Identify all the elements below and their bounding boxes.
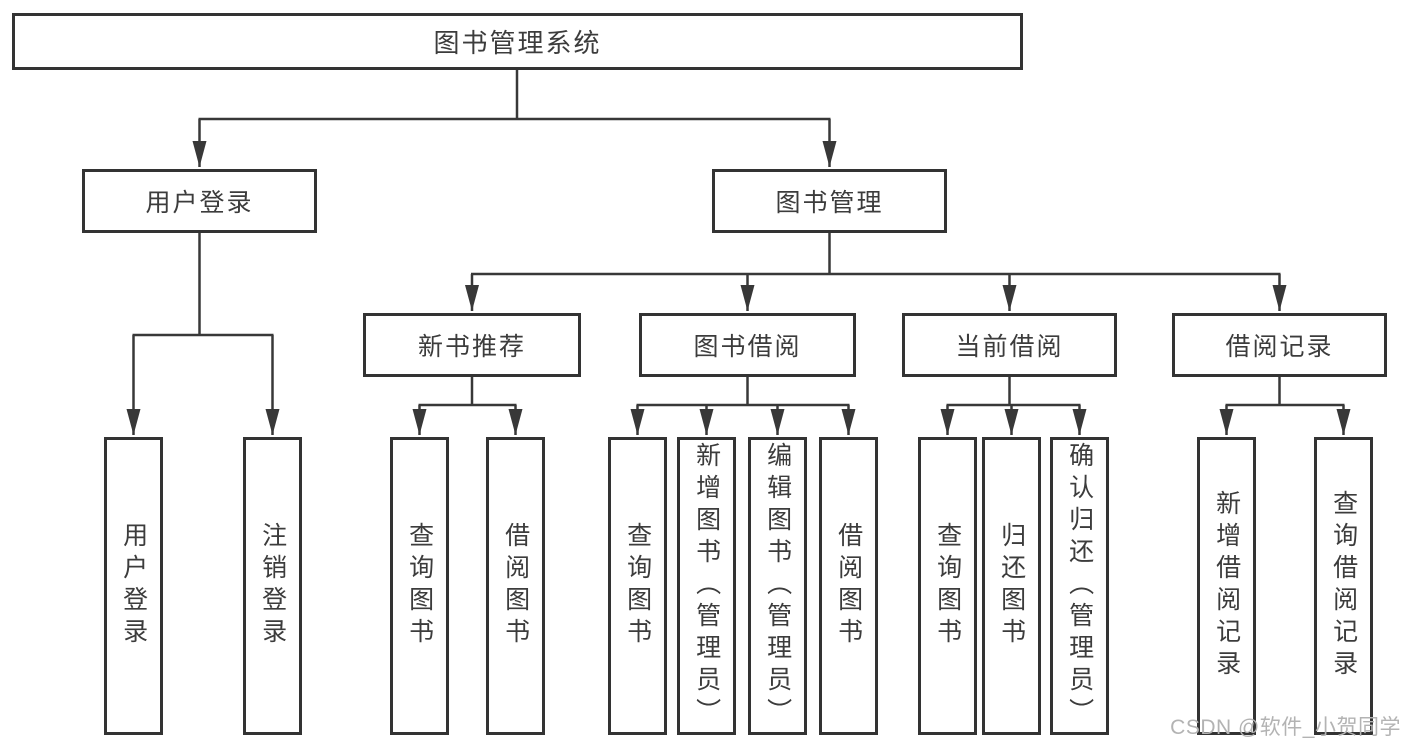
node-label: 新增图书（管理员） (692, 442, 721, 730)
node-label: 确认归还（管理员） (1065, 442, 1094, 730)
node-label: 新书推荐 (417, 333, 526, 361)
leaf-logout: 注销登录 (243, 437, 302, 735)
node-label: 注销登录 (258, 522, 287, 650)
node-current-borrow: 当前借阅 (902, 313, 1117, 377)
node-label: 新增借阅记录 (1212, 490, 1241, 682)
leaf-user-login: 用户登录 (104, 437, 163, 735)
node-label: 查询图书 (933, 522, 962, 650)
node-label: 查询借阅记录 (1329, 490, 1358, 682)
node-label: 编辑图书（管理员） (763, 442, 792, 730)
node-book-borrow: 图书借阅 (639, 313, 856, 377)
node-label: 图书管理 (775, 189, 884, 217)
leaf-query-books-1: 查询图书 (390, 437, 449, 735)
node-label: 借阅记录 (1225, 333, 1334, 361)
leaf-confirm-return-admin: 确认归还（管理员） (1050, 437, 1109, 735)
node-label: 查询图书 (405, 522, 434, 650)
node-new-book-recommend: 新书推荐 (363, 313, 581, 377)
leaf-edit-books-admin: 编辑图书（管理员） (748, 437, 807, 735)
node-book-management: 图书管理 (712, 169, 947, 233)
leaf-return-books: 归还图书 (982, 437, 1041, 735)
node-label: 图书管理系统 (433, 28, 602, 58)
leaf-borrow-books-1: 借阅图书 (486, 437, 545, 735)
leaf-query-books-3: 查询图书 (918, 437, 977, 735)
leaf-add-books-admin: 新增图书（管理员） (677, 437, 736, 735)
leaf-add-borrow-record: 新增借阅记录 (1197, 437, 1256, 735)
node-label: 归还图书 (997, 522, 1026, 650)
leaf-query-borrow-record: 查询借阅记录 (1314, 437, 1373, 735)
csdn-watermark: CSDN @软件_小贺同学 (1170, 716, 1401, 739)
node-label: 当前借阅 (955, 333, 1064, 361)
node-borrow-record: 借阅记录 (1172, 313, 1387, 377)
node-label: 借阅图书 (834, 522, 863, 650)
node-label: 借阅图书 (501, 522, 530, 650)
node-label: 查询图书 (623, 522, 652, 650)
node-label: 图书借阅 (693, 333, 802, 361)
node-label: 用户登录 (119, 522, 148, 650)
node-library-management-system: 图书管理系统 (12, 13, 1023, 70)
leaf-query-books-2: 查询图书 (608, 437, 667, 735)
node-label: 用户登录 (145, 189, 254, 217)
node-user-login: 用户登录 (82, 169, 317, 233)
leaf-borrow-books-2: 借阅图书 (819, 437, 878, 735)
